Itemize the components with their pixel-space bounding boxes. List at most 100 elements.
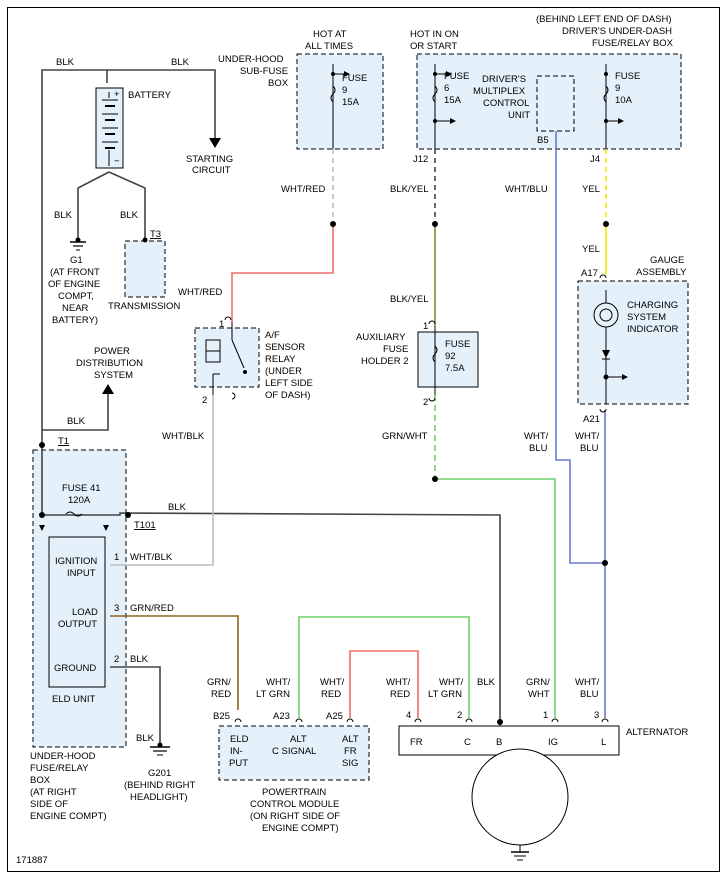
label-yel-2: YEL bbox=[582, 244, 600, 255]
label-fuse41: FUSE 41 bbox=[62, 483, 101, 494]
svg-text:(UNDER: (UNDER bbox=[265, 366, 302, 377]
svg-text:UNDER-HOOD: UNDER-HOOD bbox=[30, 751, 96, 762]
svg-text:6: 6 bbox=[444, 83, 449, 94]
label-blk-yel-1: BLK/YEL bbox=[390, 184, 429, 195]
svg-text:GROUND: GROUND bbox=[54, 663, 96, 674]
svg-text:FUSE/RELAY: FUSE/RELAY bbox=[30, 763, 89, 774]
svg-text:DISTRIBUTION: DISTRIBUTION bbox=[76, 358, 143, 369]
label-wht-blk: WHT/BLK bbox=[162, 431, 205, 442]
svg-text:INDICATOR: INDICATOR bbox=[627, 324, 679, 335]
alt-wire-ig: GRN/ WHT 1 bbox=[526, 677, 550, 721]
alt-wire-fr: WHT/ RED 4 bbox=[386, 677, 411, 721]
svg-text:ALT: ALT bbox=[290, 734, 307, 745]
label-b5: B5 bbox=[537, 135, 549, 146]
label-aux-fuse: AUXILIARY FUSE HOLDER 2 bbox=[356, 332, 409, 367]
svg-text:BOX: BOX bbox=[30, 775, 51, 786]
svg-text:C SIGNAL: C SIGNAL bbox=[272, 746, 316, 757]
svg-text:COMPT,: COMPT, bbox=[58, 291, 94, 302]
label-underhood-box: UNDER-HOOD FUSE/RELAY BOX (AT RIGHT SIDE… bbox=[30, 751, 107, 822]
svg-text:CHARGING: CHARGING bbox=[627, 300, 678, 311]
svg-text:(BEHIND RIGHT: (BEHIND RIGHT bbox=[124, 780, 195, 791]
svg-text:SYSTEM: SYSTEM bbox=[94, 370, 133, 381]
svg-text:BOX: BOX bbox=[268, 78, 289, 89]
label-aux-pin1: 1 bbox=[423, 321, 428, 332]
label-blk-yel-2: BLK/YEL bbox=[390, 294, 429, 305]
label-hot-all-2: ALL TIMES bbox=[305, 41, 353, 52]
svg-text:DRIVER'S: DRIVER'S bbox=[482, 74, 526, 85]
svg-text:OF DASH): OF DASH) bbox=[265, 390, 310, 401]
label-t3: T3 bbox=[150, 229, 161, 240]
wire-wht-red-relay bbox=[231, 226, 334, 322]
svg-text:CONTROL MODULE: CONTROL MODULE bbox=[250, 799, 339, 810]
label-t101: T101 bbox=[134, 520, 156, 531]
pcm-wire-a25: WHT/ RED A25 bbox=[320, 677, 345, 722]
svg-text:15A: 15A bbox=[444, 95, 462, 106]
svg-text:+: + bbox=[114, 89, 120, 100]
alt-terminals: FR C B IG L bbox=[410, 737, 606, 748]
label-eld-unit: ELD UNIT bbox=[52, 694, 95, 705]
svg-text:DRIVER'S UNDER-DASH: DRIVER'S UNDER-DASH bbox=[562, 26, 672, 37]
svg-text:(AT RIGHT: (AT RIGHT bbox=[30, 787, 77, 798]
label-hot-on-2: OR START bbox=[410, 41, 457, 52]
svg-text:LT GRN: LT GRN bbox=[428, 689, 462, 700]
label-g1-blk: BLK bbox=[54, 210, 73, 221]
label-pcm: POWERTRAIN CONTROL MODULE (ON RIGHT SIDE… bbox=[250, 787, 340, 834]
svg-text:LEFT SIDE: LEFT SIDE bbox=[265, 378, 313, 389]
label-dash-box: (BEHIND LEFT END OF DASH) DRIVER'S UNDER… bbox=[536, 14, 674, 49]
wire-blk-t3 bbox=[108, 171, 146, 241]
subfuse-box bbox=[296, 53, 384, 150]
svg-text:ENGINE COMPT): ENGINE COMPT) bbox=[262, 823, 339, 834]
svg-text:LT GRN: LT GRN bbox=[256, 689, 290, 700]
diagram-id: 171887 bbox=[16, 855, 48, 866]
label-subfuse-box: UNDER-HOOD SUB-FUSE BOX bbox=[218, 54, 289, 89]
label-wht-blu-r: WHT/ BLU bbox=[575, 431, 600, 454]
label-g201-blk: BLK bbox=[136, 733, 155, 744]
svg-text:SIDE OF: SIDE OF bbox=[30, 799, 68, 810]
multiplex-unit bbox=[536, 75, 575, 132]
svg-text:CONTROL: CONTROL bbox=[483, 98, 529, 109]
svg-text:HEADLIGHT): HEADLIGHT) bbox=[130, 792, 188, 803]
wire-wht-red-fr bbox=[349, 650, 419, 718]
label-yel-1: YEL bbox=[582, 184, 600, 195]
svg-text:OF ENGINE: OF ENGINE bbox=[48, 279, 100, 290]
svg-text:LOAD: LOAD bbox=[72, 607, 98, 618]
svg-text:−: − bbox=[114, 156, 120, 167]
wire-grn-red bbox=[110, 615, 239, 710]
svg-text:BLK: BLK bbox=[477, 677, 496, 688]
wire-wht-blu-multiplex bbox=[555, 131, 605, 564]
eld-load: LOAD OUTPUT 3 GRN/RED bbox=[58, 603, 174, 630]
label-wht-blu-l: WHT/ BLU bbox=[524, 431, 549, 454]
svg-text:POWERTRAIN: POWERTRAIN bbox=[262, 787, 326, 798]
label-t1-blk: BLK bbox=[67, 416, 86, 427]
label-t1: T1 bbox=[58, 436, 69, 447]
svg-text:C: C bbox=[464, 737, 471, 748]
svg-text:FUSE/RELAY BOX: FUSE/RELAY BOX bbox=[592, 38, 674, 49]
svg-text:G1: G1 bbox=[70, 255, 83, 266]
pcm-label-eld: ELD IN- PUT bbox=[229, 734, 249, 769]
label-power-dist: POWER DISTRIBUTION SYSTEM bbox=[76, 346, 143, 381]
svg-text:SYSTEM: SYSTEM bbox=[627, 312, 666, 323]
svg-text:B: B bbox=[496, 737, 502, 748]
eld-ground: GROUND 2 BLK bbox=[54, 654, 149, 674]
wire-blk-b-terminal bbox=[42, 512, 501, 726]
svg-text:SIG: SIG bbox=[342, 758, 358, 769]
svg-text:WHT/: WHT/ bbox=[320, 677, 345, 688]
label-alternator: ALTERNATOR bbox=[626, 727, 688, 738]
label-relay-pin2: 2 bbox=[202, 395, 207, 406]
label-wht-red-1: WHT/RED bbox=[281, 184, 325, 195]
svg-text:ELD: ELD bbox=[230, 734, 249, 745]
label-fuse9a: FUSE 9 15A bbox=[342, 73, 367, 108]
svg-text:2: 2 bbox=[114, 654, 119, 665]
svg-text:SENSOR: SENSOR bbox=[265, 342, 305, 353]
wire-wht-ltgrn bbox=[298, 616, 470, 718]
label-af-relay: A/F SENSOR RELAY (UNDER LEFT SIDE OF DAS… bbox=[265, 330, 313, 401]
wire-blk-battery-loop bbox=[41, 69, 216, 445]
gauge-box bbox=[577, 280, 689, 405]
alternator-body bbox=[471, 748, 569, 846]
svg-text:POWER: POWER bbox=[94, 346, 130, 357]
eld-unit-box bbox=[48, 536, 106, 688]
label-battery: BATTERY bbox=[128, 90, 172, 101]
pcm-label-alt-c: ALT C SIGNAL bbox=[272, 734, 316, 757]
label-a17: A17 bbox=[581, 268, 598, 279]
